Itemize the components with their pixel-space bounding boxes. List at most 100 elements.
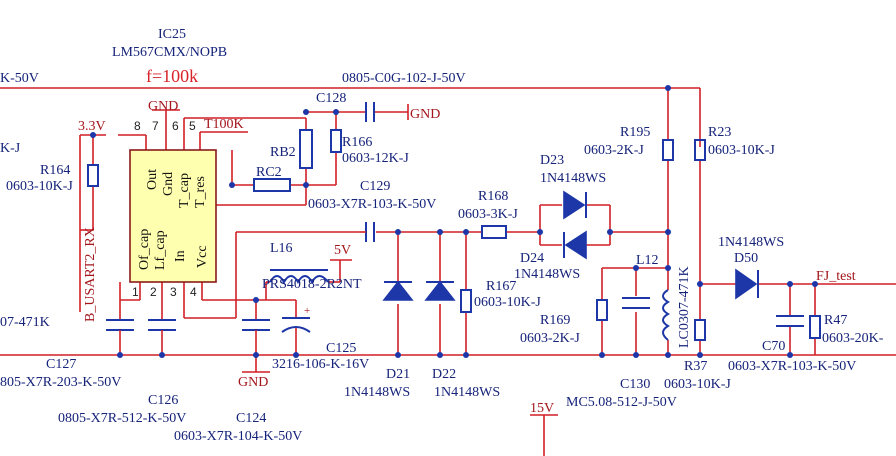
c127-value: 805-X7R-203-K-50V: [0, 375, 121, 390]
d21-label: D21: [386, 367, 410, 382]
r37-value: 0603-10K-J: [664, 377, 731, 392]
ic-part-number: LM567CMX/NOPB: [112, 45, 227, 60]
c129-label: C129: [360, 179, 390, 194]
pin-number-1: 1: [132, 285, 139, 299]
c70-capacitor[interactable]: [776, 315, 804, 327]
r169-value: 0603-2K-J: [520, 331, 580, 346]
r168-value: 0603-3K-J: [458, 207, 518, 222]
l16-value: PRS4018-2R2NT: [262, 277, 362, 292]
net-gnd-ic: GND: [148, 99, 178, 114]
svg-text:+: +: [304, 305, 310, 317]
r195-resistor[interactable]: [662, 139, 674, 161]
pin-number-8: 8: [134, 119, 141, 133]
r169-label: R169: [540, 313, 570, 328]
c126-value: 0805-X7R-512-K-50V: [58, 411, 186, 426]
r47-value: 0603-20K-: [822, 331, 884, 346]
l12-inductor[interactable]: [662, 289, 670, 341]
c124-value: 0603-X7R-104-K-50V: [174, 429, 302, 444]
d23-label: D23: [540, 153, 564, 168]
labels: IC25 LM567CMX/NOPB f=100k K-50V K-J 07-4…: [0, 27, 884, 444]
left-471k: 07-471K: [0, 315, 50, 330]
r23-label: R23: [708, 125, 731, 140]
rc2-label: RC2: [256, 165, 282, 180]
d21-diode[interactable]: [382, 280, 414, 301]
ic-pin-out: Out: [145, 169, 160, 190]
r169-resistor[interactable]: [596, 299, 608, 321]
c124-label: C124: [236, 411, 266, 426]
pin-number-6: 6: [172, 119, 179, 133]
c129-value: 0603-X7R-103-K-50V: [308, 197, 436, 212]
d50-diode[interactable]: [735, 268, 759, 300]
r23-value: 0603-10K-J: [708, 143, 775, 158]
components: +: [87, 102, 821, 355]
c130-value: MC5.08-512-J-50V: [566, 395, 677, 410]
l16-label: L16: [270, 241, 293, 256]
d21-value: 1N4148WS: [344, 385, 410, 400]
ic-pin-numbers: 8 7 6 5 1 2 3 4: [132, 119, 197, 299]
c127-capacitor[interactable]: [106, 319, 134, 355]
r167-label: R167: [486, 279, 516, 294]
r166-label: R166: [342, 135, 372, 150]
pin-number-5: 5: [189, 119, 196, 133]
top-left-value: K-50V: [0, 71, 39, 86]
rc2-resistor[interactable]: [253, 178, 291, 192]
c130-label: C130: [620, 377, 650, 392]
r164-label: R164: [40, 163, 70, 178]
c127-label: C127: [46, 357, 76, 372]
ic-pin-lfcap: Lf_cap: [153, 230, 168, 270]
net-5v: 5V: [334, 243, 351, 258]
c128-label: C128: [316, 91, 346, 106]
c126-label: C126: [148, 393, 178, 408]
d22-diode[interactable]: [424, 280, 456, 301]
r167-resistor[interactable]: [460, 289, 472, 313]
net-gnd-c124: GND: [238, 375, 268, 390]
r164-resistor[interactable]: [87, 164, 99, 187]
r47-resistor[interactable]: [809, 315, 821, 339]
r37-resistor[interactable]: [694, 319, 706, 341]
ic25-body[interactable]: Out Gnd T_cap T_res Of_cap Lf_cap In Vcc: [129, 149, 217, 283]
c128-capacitor[interactable]: [365, 102, 375, 122]
c125-capacitor[interactable]: +: [281, 305, 311, 355]
r168-resistor[interactable]: [481, 225, 507, 239]
r47-label: R47: [824, 313, 847, 328]
c70-value: 0603-X7R-103-K-50V: [728, 359, 856, 374]
left-k-j: K-J: [0, 141, 21, 156]
junction-dots: [90, 85, 818, 358]
net-3v3: 3.3V: [78, 119, 106, 134]
r164-value: 0603-10K-J: [6, 179, 73, 194]
r195-value: 0603-2K-J: [584, 143, 644, 158]
r23-resistor[interactable]: [694, 139, 706, 161]
d24-diode[interactable]: [563, 230, 587, 260]
pin-number-4: 4: [190, 285, 197, 299]
d23-value: 1N4148WS: [540, 171, 606, 186]
net-t100k: T100K: [204, 117, 244, 132]
r167-value: 0603-10K-J: [474, 295, 541, 310]
d23-diode[interactable]: [563, 190, 587, 220]
d50-label: D50: [734, 251, 758, 266]
net-b-usart2-rx: B_USART2_RX: [83, 227, 98, 322]
ic-pin-tres: T_res: [193, 176, 208, 208]
c126-capacitor[interactable]: [148, 319, 176, 355]
ic-pin-in: In: [173, 250, 188, 262]
ic-pin-tcap: T_cap: [177, 173, 192, 208]
c125-value: 3216-106-K-16V: [272, 357, 369, 372]
ic-frequency: f=100k: [146, 66, 198, 86]
r166-resistor[interactable]: [330, 129, 342, 153]
c129-capacitor[interactable]: [360, 222, 375, 242]
l16-inductor[interactable]: [269, 275, 329, 284]
d24-value: 1N4148WS: [514, 267, 580, 282]
d24-label: D24: [520, 251, 544, 266]
rb2-label: RB2: [270, 145, 296, 160]
d22-label: D22: [432, 367, 456, 382]
c130-capacitor[interactable]: [622, 297, 650, 309]
ic-pin-gnd: Gnd: [161, 172, 176, 196]
rb2-resistor[interactable]: [299, 129, 313, 169]
d22-value: 1N4148WS: [434, 385, 500, 400]
l12-label: L12: [636, 253, 659, 268]
ic-pin-vcc: Vcc: [195, 245, 210, 268]
d50-type: 1N4148WS: [718, 235, 784, 250]
c124-capacitor[interactable]: [242, 319, 270, 355]
wires: [0, 87, 896, 456]
ic-designator: IC25: [158, 27, 186, 42]
